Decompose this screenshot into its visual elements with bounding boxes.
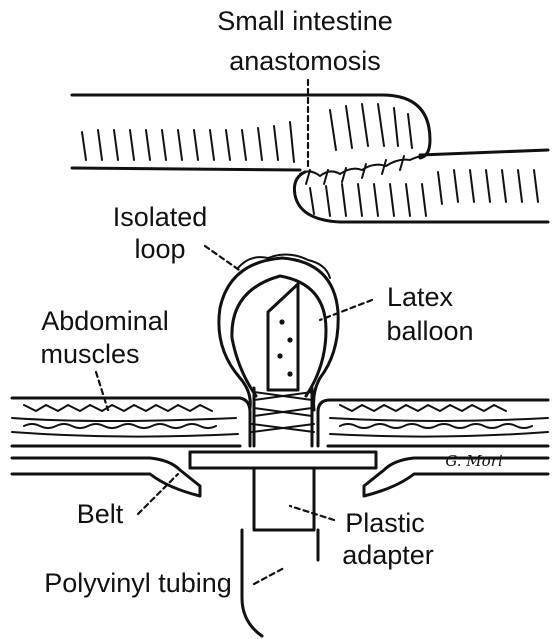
label-latex-balloon-line2: balloon — [386, 316, 473, 346]
label-isolated-loop-line2: loop — [134, 234, 185, 264]
label-abdominal-muscles-line1: Abdominal — [41, 306, 169, 336]
label-polyvinyl-tubing: Polyvinyl tubing — [44, 568, 232, 598]
intestine-hatching-upper — [82, 104, 412, 162]
label-plastic-adapter-line1: Plastic — [345, 508, 425, 538]
artist-signature: G. Mori — [445, 452, 503, 470]
suture-stitches — [306, 156, 404, 184]
label-abdominal-muscles-line2: muscles — [40, 339, 139, 369]
leader-abdominal-muscles — [96, 372, 108, 410]
label-isolated-loop-line1: Isolated — [113, 202, 208, 232]
muscle-texture — [24, 405, 532, 428]
plastic-adapter-plate — [190, 452, 376, 468]
label-anastomosis-line1: Small intestine — [217, 6, 393, 36]
leader-plastic-adapter — [290, 506, 334, 520]
polyvinyl-tubing — [242, 530, 318, 636]
label-anastomosis-line2: anastomosis — [229, 46, 381, 76]
leader-latex-balloon — [320, 300, 372, 320]
catheter-tip — [268, 284, 298, 390]
abdominal-wall — [12, 398, 548, 446]
label-latex-balloon-line1: Latex — [387, 282, 454, 312]
label-belt: Belt — [77, 499, 124, 529]
label-plastic-adapter-line2: adapter — [342, 540, 434, 570]
leader-isolated-loop — [205, 246, 242, 272]
leader-polyvinyl-tubing — [254, 568, 284, 584]
plastic-adapter-body — [254, 468, 314, 530]
latex-balloon — [232, 276, 326, 396]
anastomosis-suture — [300, 156, 424, 176]
